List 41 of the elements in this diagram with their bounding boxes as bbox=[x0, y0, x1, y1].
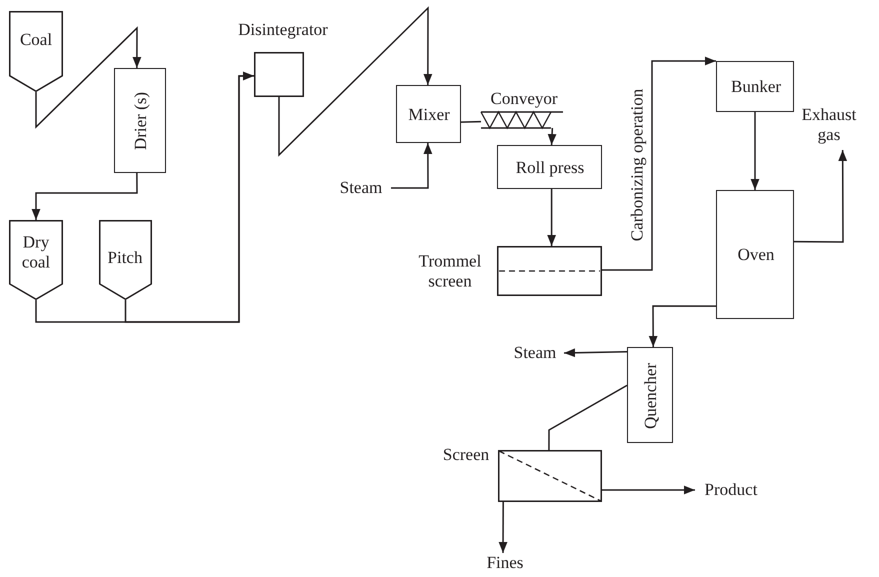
flow-arrow bbox=[278, 6, 432, 157]
box-label: Conveyor bbox=[490, 89, 558, 109]
process-box bbox=[497, 145, 602, 189]
process-box bbox=[396, 85, 461, 143]
box-label: Drier (s) bbox=[131, 92, 151, 150]
flow-line bbox=[548, 384, 628, 450]
process-box bbox=[627, 347, 673, 443]
process-box bbox=[114, 68, 166, 173]
flow-arrow bbox=[602, 486, 695, 494]
stream-label: Exhaust gas bbox=[798, 100, 860, 150]
flow-arrow bbox=[750, 112, 760, 190]
flow-arrow bbox=[391, 143, 432, 189]
flow-arrow bbox=[547, 189, 556, 246]
box-label: Quencher bbox=[641, 362, 661, 430]
box-label: Dry coal bbox=[20, 232, 52, 272]
equipment-label: Trommel screen bbox=[418, 251, 482, 291]
flow-arrow bbox=[32, 173, 138, 220]
flow-arrow bbox=[564, 348, 628, 358]
flow-arrow bbox=[648, 305, 716, 347]
process-box bbox=[716, 61, 794, 112]
box-label: Coal bbox=[20, 30, 52, 50]
flow-arrow bbox=[548, 128, 556, 146]
edge-label: Carbonizing operation bbox=[628, 88, 646, 242]
flow-arrow bbox=[35, 26, 142, 129]
box-label: Pitch bbox=[108, 248, 142, 268]
flow-arrow bbox=[498, 502, 508, 553]
box-label: Mixer bbox=[408, 105, 450, 125]
box-label: Bunker bbox=[730, 77, 782, 97]
flow-arrow bbox=[124, 72, 254, 323]
equipment-label: Disintegrator bbox=[238, 20, 328, 40]
box-label: Oven bbox=[738, 245, 774, 265]
stream-label: Fines bbox=[480, 553, 530, 573]
box-label: Roll press bbox=[516, 158, 584, 178]
stream-label: Product bbox=[695, 480, 767, 500]
stream-label: Steam bbox=[331, 178, 391, 198]
flow-arrow bbox=[602, 56, 716, 271]
process-box bbox=[716, 190, 794, 319]
equipment-label: Screen bbox=[442, 445, 490, 465]
stream-label: Steam bbox=[506, 343, 564, 363]
flow-line bbox=[460, 120, 482, 123]
flow-arrow bbox=[794, 150, 848, 243]
